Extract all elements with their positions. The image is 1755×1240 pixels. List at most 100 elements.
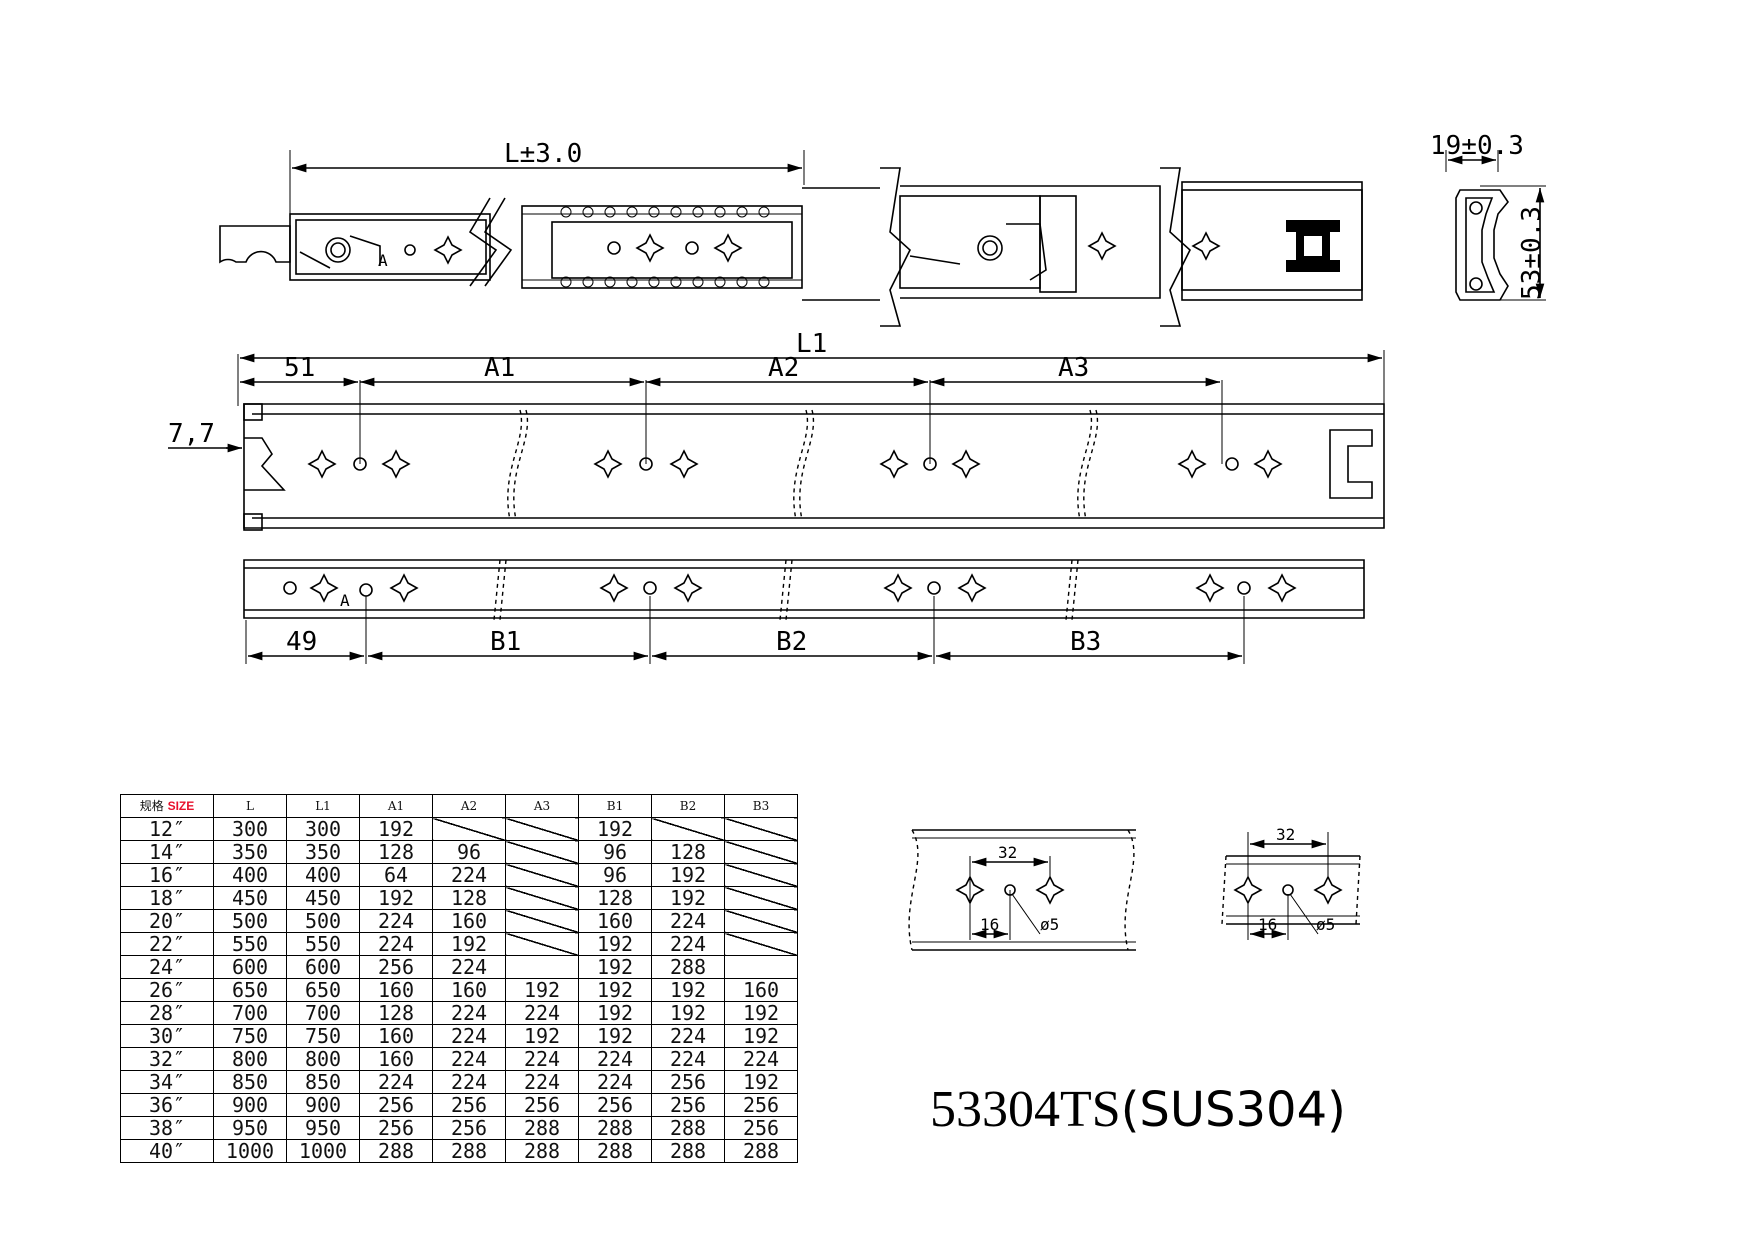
table-cell: 288: [578, 1139, 652, 1163]
table-cell: 550: [213, 932, 287, 956]
table-cell: 224: [578, 1070, 652, 1094]
header-b1: B1: [578, 794, 652, 818]
table-cell: 400: [213, 863, 287, 887]
size-cell: 28″: [120, 1001, 214, 1025]
table-cell: 192: [724, 1024, 798, 1048]
table-cell: 650: [213, 978, 287, 1002]
table-cell: 850: [213, 1070, 287, 1094]
table-cell: 160: [359, 978, 433, 1002]
table-cell: 256: [651, 1093, 725, 1117]
table-cell: 350: [213, 840, 287, 864]
table-cell: [724, 817, 798, 841]
table-cell: 224: [359, 1070, 433, 1094]
table-cell: 256: [359, 955, 433, 979]
table-cell: 160: [432, 909, 506, 933]
table-cell: 300: [286, 817, 360, 841]
table-cell: 96: [578, 863, 652, 887]
table-cell: 192: [359, 886, 433, 910]
detail2-offset: 16: [1258, 915, 1277, 934]
svg-text:A: A: [378, 251, 388, 270]
table-cell: [724, 909, 798, 933]
size-cell: 18″: [120, 886, 214, 910]
table-cell: 450: [213, 886, 287, 910]
ball-row-top: [560, 206, 770, 218]
dim-b2: B2: [776, 627, 807, 657]
table-cell: [724, 863, 798, 887]
table-cell: 224: [578, 1047, 652, 1071]
table-cell: [505, 886, 579, 910]
table-cell: [505, 817, 579, 841]
dim-l: L±3.0: [504, 139, 582, 169]
table-cell: 600: [213, 955, 287, 979]
header-b3: B3: [724, 794, 798, 818]
table-cell: 256: [432, 1116, 506, 1140]
header-a1: A1: [359, 794, 433, 818]
dim-height: 53±0.3: [1517, 206, 1547, 300]
slide-profile-view: 19±0.3 53±0.3: [1430, 131, 1547, 301]
table-cell: 160: [724, 978, 798, 1002]
dim-51: 51: [284, 353, 315, 383]
hole-detail-outer: 32 16 ø5: [908, 829, 1136, 951]
table-cell: 128: [359, 840, 433, 864]
size-cell: 30″: [120, 1024, 214, 1048]
table-cell: 224: [432, 1001, 506, 1025]
table-cell: 160: [359, 1047, 433, 1071]
table-cell: 1000: [213, 1139, 287, 1163]
table-cell: 500: [286, 909, 360, 933]
table-cell: 160: [359, 1024, 433, 1048]
model-material: (SUS304): [1120, 1082, 1346, 1138]
table-cell: 128: [359, 1001, 433, 1025]
size-cell: 16″: [120, 863, 214, 887]
header-a3: A3: [505, 794, 579, 818]
table-cell: 288: [651, 1139, 725, 1163]
table-header-row: 规格 SIZE L L1 A1 A2 A3 B1 B2 B3: [120, 794, 798, 818]
table-cell: 750: [286, 1024, 360, 1048]
dim-b1: B1: [490, 627, 521, 657]
table-cell: 192: [578, 1024, 652, 1048]
dim-b3: B3: [1070, 627, 1101, 657]
size-cell: 26″: [120, 978, 214, 1002]
table-cell: 350: [286, 840, 360, 864]
dim-a2: A2: [768, 353, 799, 383]
table-cell: [432, 817, 506, 841]
table-cell: 400: [286, 863, 360, 887]
table-cell: 192: [432, 932, 506, 956]
size-label-en: SIZE: [167, 799, 195, 813]
table-cell: 256: [724, 1093, 798, 1117]
size-cell: 20″: [120, 909, 214, 933]
table-cell: 700: [286, 1001, 360, 1025]
table-cell: 600: [286, 955, 360, 979]
table-cell: 700: [213, 1001, 287, 1025]
table-cell: 288: [578, 1116, 652, 1140]
table-cell: 300: [213, 817, 287, 841]
size-label-cn: 规格: [139, 799, 164, 813]
size-cell: 14″: [120, 840, 214, 864]
detail1-spacing: 32: [998, 843, 1017, 862]
header-l1: L1: [286, 794, 360, 818]
table-cell: 224: [651, 932, 725, 956]
table-cell: 256: [578, 1093, 652, 1117]
table-cell: 224: [505, 1070, 579, 1094]
size-cell: 38″: [120, 1116, 214, 1140]
table-cell: [505, 909, 579, 933]
table-cell: 192: [578, 817, 652, 841]
table-cell: 192: [651, 863, 725, 887]
table-cell: 288: [505, 1116, 579, 1140]
table-cell: [505, 932, 579, 956]
table-cell: 192: [724, 1001, 798, 1025]
table-cell: [724, 886, 798, 910]
table-cell: 900: [286, 1093, 360, 1117]
table-cell: 192: [651, 978, 725, 1002]
table-cell: 224: [724, 1047, 798, 1071]
header-l: L: [213, 794, 287, 818]
table-cell: 950: [286, 1116, 360, 1140]
